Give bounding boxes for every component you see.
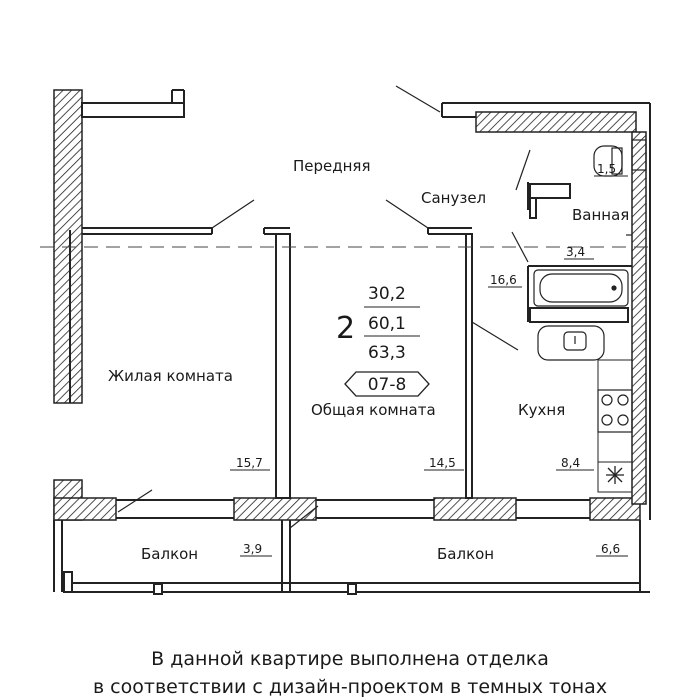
total-with-balcony-value: 63,3 [368, 343, 406, 363]
door-swings [117, 85, 531, 529]
toilet-icon [593, 145, 623, 177]
living-area-value: 30,2 [368, 284, 406, 304]
apartment-number-badge [344, 371, 430, 397]
bath-area: 3,4 [566, 245, 585, 259]
balcony-right-label: Балкон [437, 545, 494, 563]
rooms-count: 2 [336, 311, 355, 346]
stove-icon [597, 389, 633, 433]
exterior-walls [53, 89, 647, 521]
caption-line-1: В данной квартире выполнена отделка [151, 648, 549, 670]
kitchen-label: Кухня [518, 401, 565, 419]
kitchen-area: 8,4 [561, 456, 580, 470]
hallway-area: 16,6 [490, 273, 517, 287]
common-room-area: 14,5 [429, 456, 456, 470]
bathtub-icon [533, 269, 629, 307]
common-room-label: Общая комната [311, 401, 436, 419]
snowflake-icon [606, 466, 624, 484]
floor-plan: Передняя Санузел Ванная Жилая комната Об… [40, 85, 651, 595]
total-area-value: 60,1 [368, 314, 406, 334]
balcony-right-area: 6,6 [601, 542, 620, 556]
apartment-number: 07-8 [368, 375, 407, 395]
balcony-left-label: Балкон [141, 545, 198, 563]
bath-label: Ванная [572, 206, 629, 224]
bathroom-label: Санузел [421, 189, 486, 207]
living-room-label: Жилая комната [108, 367, 233, 385]
kitchen-sink [537, 325, 605, 361]
kitchen-counter [597, 359, 633, 493]
hallway-label: Передняя [293, 157, 370, 175]
bathroom-area: 1,5 [597, 162, 616, 176]
sink-icon [626, 139, 647, 236]
balcony-left-area: 3,9 [243, 542, 262, 556]
caption-line-2: в соответствии с дизайн-проектом в темны… [92, 676, 608, 698]
living-room-area: 15,7 [236, 456, 263, 470]
walls [53, 89, 651, 595]
summary-block: 2 30,2 60,1 63,3 07-8 [336, 284, 430, 397]
